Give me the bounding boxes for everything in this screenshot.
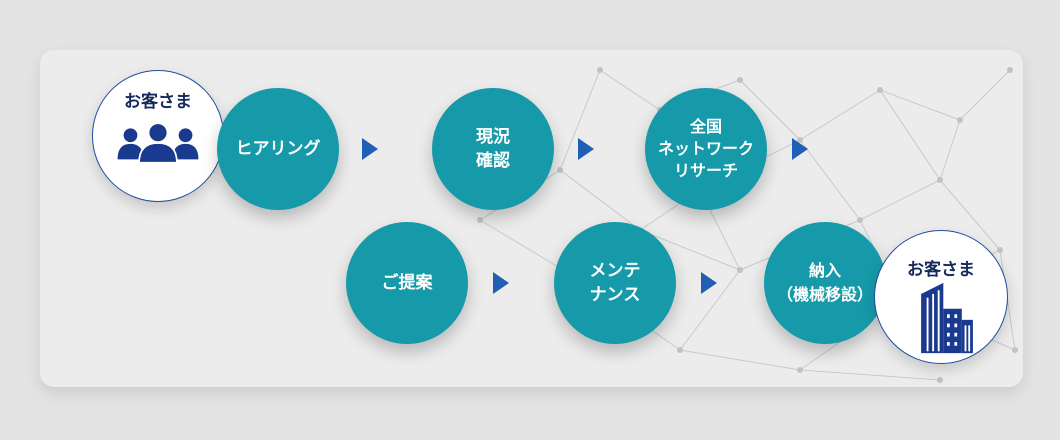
building-icon [921, 282, 973, 354]
arrow-icon [701, 272, 717, 294]
step-site-survey: 現況 確認 [432, 88, 554, 210]
step-network-research: 全国 ネットワーク リサーチ [645, 88, 767, 210]
people-icon [117, 122, 199, 164]
customer-end: お客さま [874, 230, 1008, 364]
customer-end-label: お客さま [907, 260, 975, 280]
customer-start: お客さま [92, 70, 224, 202]
step-hearing: ヒアリング [217, 88, 339, 210]
arrow-icon [792, 138, 808, 160]
step-maintenance: メンテ ナンス [554, 222, 676, 344]
arrow-icon [493, 272, 509, 294]
customer-start-label: お客さま [124, 92, 192, 112]
arrow-icon [578, 138, 594, 160]
step-proposal: ご提案 [346, 222, 468, 344]
arrow-icon [362, 138, 378, 160]
step-delivery: 納入 （機械移設） [764, 222, 886, 344]
